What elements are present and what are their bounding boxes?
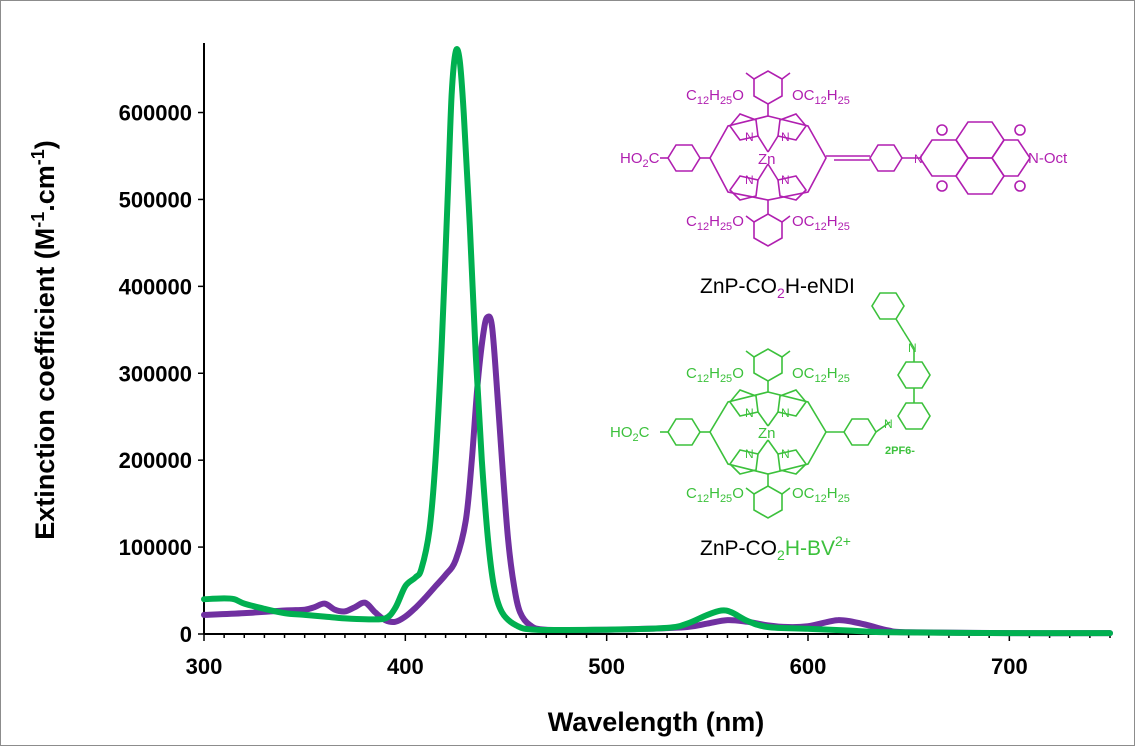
svg-text:N: N xyxy=(908,341,917,355)
y-tick-label: 600000 xyxy=(119,101,192,126)
series-lines xyxy=(201,46,1113,637)
svg-text:N: N xyxy=(884,417,893,431)
y-tick-label: 0 xyxy=(180,622,192,647)
carbonyl-o-4 xyxy=(1014,180,1026,192)
svg-text:C12H25O: C12H25O xyxy=(686,213,744,233)
structure-eNDI xyxy=(660,70,1031,247)
BV-metal: Zn xyxy=(758,425,776,442)
x-axis-label: Wavelength (nm) xyxy=(548,707,765,737)
x-tick-label: 500 xyxy=(588,654,625,679)
structure-BV-labels: C12H25O OC12H25 C12H25O OC12H25 HO2C Zn … xyxy=(610,341,917,505)
svg-text:N: N xyxy=(745,173,754,187)
svg-text:N: N xyxy=(745,406,754,420)
svg-text:OC12H25: OC12H25 xyxy=(792,213,850,233)
eNDI-imide: N-Oct xyxy=(1028,150,1068,167)
svg-text:OC12H25: OC12H25 xyxy=(792,365,850,385)
svg-text:C12H25O: C12H25O xyxy=(686,485,744,505)
svg-text:N: N xyxy=(781,406,790,420)
svg-text:OC12H25: OC12H25 xyxy=(792,87,850,107)
y-tick-label: 500000 xyxy=(119,187,192,212)
x-tick-label: 600 xyxy=(790,654,827,679)
svg-text:C12H25O: C12H25O xyxy=(686,87,744,107)
svg-text:N: N xyxy=(781,173,790,187)
y-tick-label: 100000 xyxy=(119,535,192,560)
svg-text:C12H25O: C12H25O xyxy=(686,365,744,385)
y-tick-label: 200000 xyxy=(119,448,192,473)
top-aryl-ring xyxy=(753,70,783,105)
carbonyl-o-1 xyxy=(936,124,948,136)
BV-name: ZnP-CO2H-BV2+ xyxy=(700,533,851,563)
x-tick-label: 700 xyxy=(991,654,1028,679)
svg-text:N: N xyxy=(745,447,754,461)
series-line-BV xyxy=(201,46,1113,637)
structure-BV xyxy=(660,292,931,519)
eNDI-metal: Zn xyxy=(758,151,776,168)
svg-text:N: N xyxy=(914,152,923,166)
eNDI-name: ZnP-CO2H-eNDI xyxy=(700,275,855,301)
tick-labels: 0 100000 200000 300000 400000 500000 600000 300… xyxy=(119,101,1028,679)
y-tick-label: 400000 xyxy=(119,274,192,299)
svg-text:HO2C: HO2C xyxy=(620,150,660,170)
x-tick-label: 300 xyxy=(186,654,223,679)
carbonyl-o-3 xyxy=(1014,124,1026,136)
svg-text:N: N xyxy=(745,130,754,144)
svg-text:OC12H25: OC12H25 xyxy=(792,485,850,505)
y-axis-label: Extinction coefficient (M-1.cm-1) xyxy=(28,140,60,540)
y-tick-label: 300000 xyxy=(119,361,192,386)
axes xyxy=(198,43,1111,641)
x-tick-label: 400 xyxy=(387,654,424,679)
BV-counterion: 2PF6- xyxy=(885,445,915,457)
carbonyl-o-2 xyxy=(936,180,948,192)
svg-text:N: N xyxy=(781,447,790,461)
series-line-eNDI xyxy=(201,313,1113,637)
svg-text:HO2C: HO2C xyxy=(610,424,650,444)
svg-text:N: N xyxy=(781,130,790,144)
